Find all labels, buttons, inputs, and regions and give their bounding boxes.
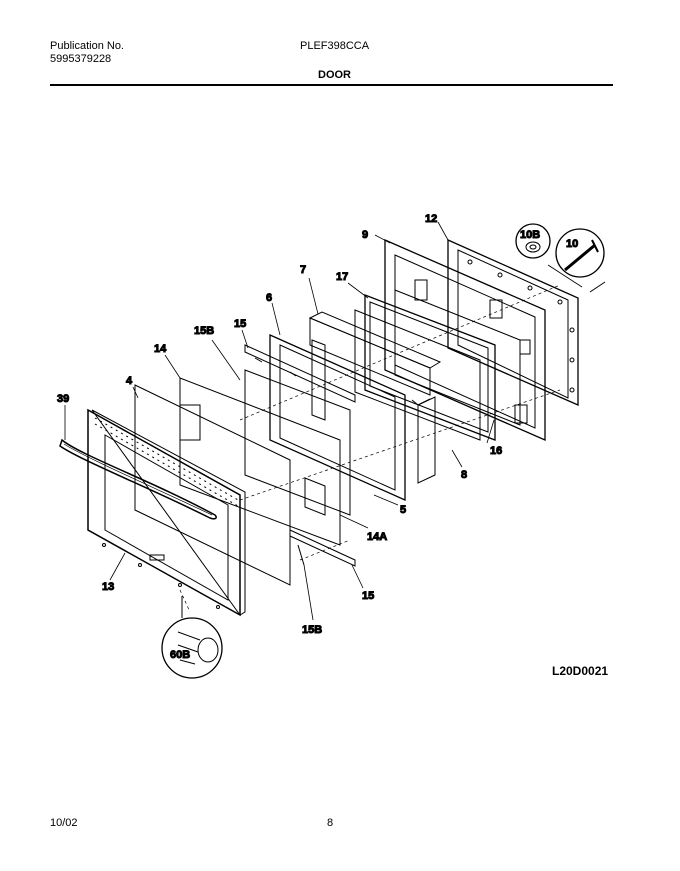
publication-number: 5995379228	[50, 53, 112, 65]
page-number: 8	[327, 817, 334, 829]
model-number: PLEF398CCA	[300, 40, 370, 52]
part-8-insulator	[411, 396, 436, 484]
part-60b-screw	[161, 596, 223, 679]
diagram-code: L20D0021	[552, 664, 609, 678]
callout-leaders	[64, 221, 583, 621]
part-16-glass	[394, 289, 521, 426]
part-15-top-channel	[244, 344, 356, 403]
callout-15b-top: 15B	[194, 325, 214, 337]
section-title: DOOR	[318, 69, 351, 81]
part-39-handle	[59, 438, 217, 520]
callout-15b-bottom: 15B	[302, 624, 322, 636]
part-17-glass-pack	[354, 294, 496, 441]
callout-8: 8	[461, 469, 467, 481]
callout-60b: 60B	[170, 649, 190, 661]
callout-13: 13	[102, 581, 114, 593]
callout-16: 16	[490, 445, 502, 457]
callout-10: 10	[566, 238, 578, 250]
callout-5: 5	[400, 504, 406, 516]
callout-6: 6	[266, 292, 272, 304]
callout-15-bottom: 15	[362, 590, 374, 602]
part-6-inner-frame	[269, 333, 406, 502]
callout-7: 7	[300, 264, 306, 276]
part-5-glass	[244, 369, 351, 516]
part-14-glass	[179, 377, 341, 546]
part-10-screw	[555, 228, 606, 293]
callout-12: 12	[425, 213, 437, 225]
header-rule	[50, 84, 613, 86]
part-10b-washer	[515, 223, 551, 259]
callout-9: 9	[362, 229, 368, 241]
callout-10b: 10B	[520, 229, 540, 241]
part-9-inner-liner	[384, 239, 546, 441]
footer-date: 10/02	[50, 817, 78, 829]
callout-39: 39	[57, 393, 69, 405]
part-4-glass	[134, 384, 291, 586]
assembly-guide-lines	[179, 284, 561, 613]
callout-4: 4	[126, 375, 133, 387]
part-12-outer-frame	[447, 238, 579, 406]
publication-label: Publication No.	[50, 40, 124, 52]
part-13-outer-door	[87, 408, 246, 617]
part-15-bottom-channel	[289, 529, 356, 567]
callout-14: 14	[154, 343, 167, 355]
part-14a-panel	[304, 477, 326, 516]
callout-15-top: 15	[234, 318, 246, 330]
callout-17: 17	[336, 271, 348, 283]
callout-14a: 14A	[367, 531, 387, 543]
